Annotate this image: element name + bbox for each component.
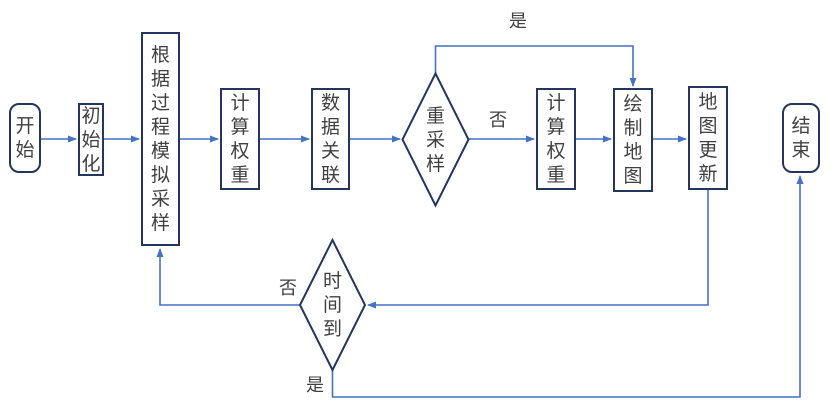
label-no-resample: 否	[487, 110, 509, 131]
node-end: 结束	[782, 103, 820, 173]
node-label-draw: 绘制地图	[623, 93, 643, 187]
node-start: 开始	[9, 103, 41, 173]
edge-timer-no-sample	[156, 248, 300, 306]
node-init: 初始化	[78, 103, 104, 176]
node-draw: 绘制地图	[613, 88, 653, 192]
node-label-end: 结束	[791, 115, 811, 161]
edge-resample-yes-draw	[434, 45, 637, 87]
node-assoc: 数据关联	[311, 88, 350, 190]
node-label-init: 初始化	[81, 104, 101, 175]
label-yes-top: 是	[507, 11, 529, 32]
node-shape-timer	[298, 237, 367, 373]
node-sample: 根据过程模拟采样	[141, 32, 180, 246]
edge-update-to-timer	[367, 190, 709, 309]
node-shape-resample	[401, 71, 470, 208]
node-label-update: 地图更新	[698, 91, 718, 185]
node-weight2: 计算权重	[536, 88, 576, 190]
node-label-weight1: 计算权重	[230, 92, 250, 186]
label-yes-timer: 是	[304, 375, 326, 396]
node-label-start: 开始	[15, 115, 35, 161]
label-no-timer: 否	[277, 278, 299, 299]
node-label-assoc: 数据关联	[320, 92, 340, 186]
node-update: 地图更新	[688, 86, 728, 190]
edge-timer-yes-end	[331, 175, 804, 398]
node-weight1: 计算权重	[220, 88, 260, 190]
node-label-weight2: 计算权重	[546, 92, 566, 186]
node-label-sample: 根据过程模拟采样	[150, 44, 170, 234]
